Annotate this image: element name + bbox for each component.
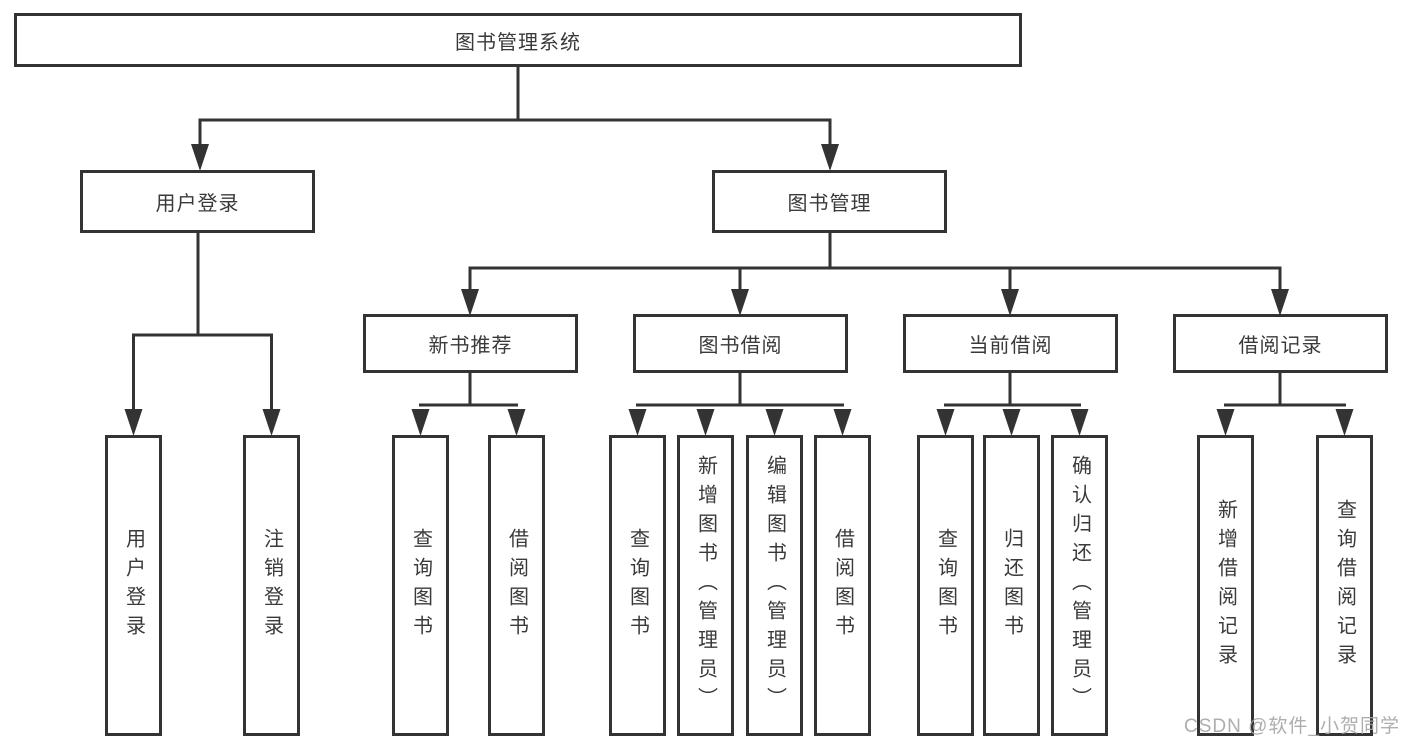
arrowhead-icon	[411, 409, 430, 436]
leaf-label: 新增图书（管理员）	[694, 455, 717, 716]
leaf-query-books-borrow: 查询图书	[609, 435, 666, 736]
arrowhead-icon	[696, 409, 715, 436]
arrowhead-icon	[1271, 289, 1289, 316]
leaf-label: 归还图书	[1000, 527, 1023, 644]
leaf-query-books-recommend: 查询图书	[392, 435, 449, 736]
leaf-label: 借阅图书	[505, 527, 528, 644]
watermark: CSDN @软件_小贺同学	[1184, 716, 1400, 737]
leaf-label: 确认归还（管理员）	[1068, 455, 1091, 716]
branch-current-borrowing	[944, 370, 1081, 407]
node-label: 当前借阅	[968, 335, 1053, 357]
leaf-user-login: 用户登录	[105, 435, 162, 736]
leaf-label: 查询图书	[409, 527, 432, 644]
arrowhead-icon	[1001, 289, 1019, 316]
arrowhead-icon	[191, 144, 209, 171]
leaf-edit-book-admin: 编辑图书（管理员）	[746, 435, 803, 736]
leaf-borrow-books: 借阅图书	[814, 435, 871, 736]
branch-root	[198, 64, 832, 122]
leaf-label: 编辑图书（管理员）	[763, 455, 786, 716]
leaf-label: 查询图书	[626, 527, 649, 644]
arrowhead-icon	[1335, 409, 1354, 436]
leaf-label: 查询借阅记录	[1333, 498, 1356, 673]
leaf-confirm-return-admin: 确认归还（管理员）	[1051, 435, 1108, 736]
node-root-title: 图书管理系统	[14, 13, 1022, 67]
node-current-borrowing: 当前借阅	[903, 314, 1118, 373]
node-label: 图书管理系统	[455, 31, 581, 54]
node-book-borrowing: 图书借阅	[633, 314, 848, 373]
arrowhead-icon	[936, 409, 955, 436]
arrowhead-icon	[628, 409, 647, 436]
branch-user-login	[132, 231, 273, 337]
node-label: 借阅记录	[1238, 335, 1323, 357]
branch-borrowing-records	[1224, 370, 1346, 407]
node-label: 用户登录	[155, 193, 240, 215]
node-user-login: 用户登录	[80, 170, 315, 233]
arrowhead-icon	[262, 409, 281, 436]
node-label: 图书借阅	[698, 335, 783, 357]
arrowhead-icon	[1002, 409, 1021, 436]
leaf-label: 借阅图书	[831, 527, 854, 644]
arrowhead-icon	[124, 409, 143, 436]
arrowhead-icon	[765, 409, 784, 436]
arrowhead-icon	[507, 409, 526, 436]
leaf-add-borrow-record: 新增借阅记录	[1197, 435, 1254, 736]
branch-new-book-recommend	[419, 370, 518, 407]
leaf-logout: 注销登录	[243, 435, 300, 736]
node-label: 新书推荐	[428, 335, 513, 357]
leaf-add-book-admin: 新增图书（管理员）	[677, 435, 734, 736]
arrowhead-icon	[1070, 409, 1089, 436]
node-label: 图书管理	[787, 193, 872, 215]
arrowhead-icon	[731, 289, 749, 316]
arrowhead-icon	[821, 144, 839, 171]
node-book-management: 图书管理	[712, 170, 947, 233]
leaf-label: 新增借阅记录	[1214, 498, 1237, 673]
branch-book-management	[468, 231, 1282, 270]
leaf-return-books: 归还图书	[983, 435, 1040, 736]
leaf-label: 注销登录	[260, 527, 283, 644]
arrowhead-icon	[833, 409, 852, 436]
arrowhead-icon	[1216, 409, 1235, 436]
leaf-query-borrow-record: 查询借阅记录	[1316, 435, 1373, 736]
leaf-label: 用户登录	[122, 527, 145, 644]
arrowhead-icon	[461, 289, 479, 316]
leaf-label: 查询图书	[934, 527, 957, 644]
leaf-query-books-current: 查询图书	[917, 435, 974, 736]
branch-book-borrowing	[636, 370, 844, 407]
leaf-borrow-books-recommend: 借阅图书	[488, 435, 545, 736]
node-borrowing-records: 借阅记录	[1173, 314, 1388, 373]
node-new-book-recommend: 新书推荐	[363, 314, 578, 373]
